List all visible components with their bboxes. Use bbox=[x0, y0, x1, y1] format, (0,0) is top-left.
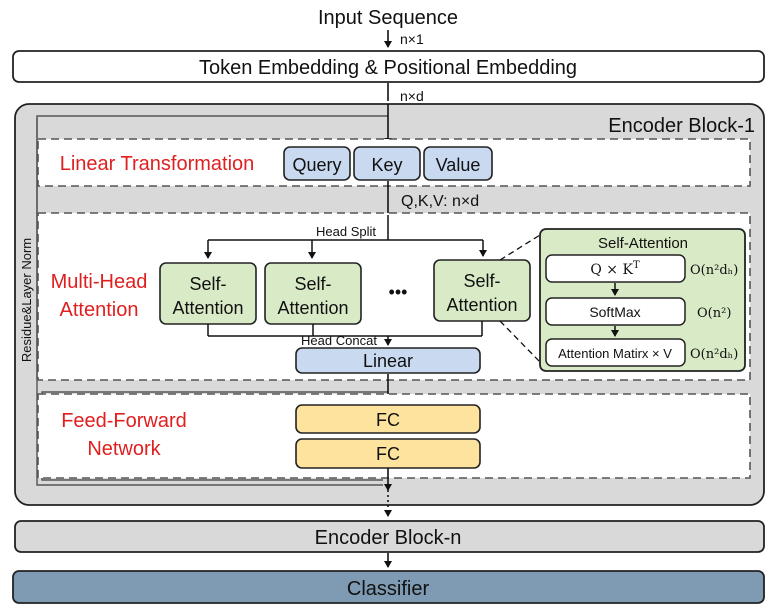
query-label: Query bbox=[292, 155, 341, 175]
detail-step-softmax bbox=[545, 297, 686, 326]
fc-box-1-label: FC bbox=[376, 410, 400, 430]
head-split-label: Head Split bbox=[316, 224, 376, 239]
classifier-label: Classifier bbox=[347, 578, 430, 600]
detail-step-qk-sup: T bbox=[633, 260, 640, 271]
linear-box bbox=[295, 347, 481, 374]
ffn-label-line1: Feed-Forward bbox=[61, 410, 187, 432]
encoder-block-n-label: Encoder Block-n bbox=[315, 527, 462, 549]
encoder-block-1-label: Encoder Block-1 bbox=[608, 115, 755, 137]
classifier-box bbox=[12, 570, 765, 604]
self-attention-head-n-line1: Self- bbox=[463, 271, 500, 291]
head-concat-connector bbox=[207, 321, 483, 346]
mha-label-line2: Attention bbox=[60, 299, 139, 321]
value-box bbox=[423, 146, 493, 181]
key-label: Key bbox=[371, 155, 402, 175]
detail-step-softmax-label: SoftMax bbox=[589, 304, 640, 320]
self-attention-head-1-line1: Self- bbox=[189, 274, 226, 294]
self-attention-head-2-line2: Attention bbox=[277, 298, 348, 318]
detail-step-attention-v bbox=[545, 338, 686, 367]
embedding-box bbox=[12, 50, 765, 83]
detail-step-qk-label: Q × KT bbox=[590, 260, 640, 278]
embedding-label: Token Embedding & Positional Embedding bbox=[199, 57, 577, 79]
self-attention-head-n-line2: Attention bbox=[446, 295, 517, 315]
encoder-block-n bbox=[14, 520, 765, 553]
self-attention-head-1-line2: Attention bbox=[172, 298, 243, 318]
dim-input-label: n×1 bbox=[400, 31, 424, 47]
fc-box-2-label: FC bbox=[376, 444, 400, 464]
value-label: Value bbox=[436, 155, 481, 175]
linear-transformation-label: Linear Transformation bbox=[60, 153, 255, 175]
linear-label: Linear bbox=[363, 351, 413, 371]
zoom-line-top bbox=[499, 234, 541, 261]
input-sequence-label: Input Sequence bbox=[318, 7, 458, 29]
self-attention-head-2-line1: Self- bbox=[294, 274, 331, 294]
heads-ellipsis: ••• bbox=[389, 282, 408, 302]
dim-qkv-label: Q,K,V: n×d bbox=[401, 193, 479, 210]
complexity-2: O(n²) bbox=[697, 306, 731, 321]
detail-step-qk bbox=[545, 254, 686, 283]
head-concat-label: Head Concat bbox=[301, 333, 377, 348]
head-split-connector bbox=[204, 215, 487, 259]
dim-embed-label: n×d bbox=[400, 88, 424, 104]
detail-title: Self-Attention bbox=[598, 235, 688, 252]
mha-label-line1: Multi-Head bbox=[51, 271, 148, 293]
key-box bbox=[353, 146, 421, 181]
detail-step-attention-v-label: Attention Matirx × V bbox=[558, 346, 672, 361]
query-box bbox=[283, 146, 351, 181]
fc-box-1 bbox=[295, 404, 481, 434]
complexity-3: O(n²dₕ) bbox=[690, 347, 738, 362]
ffn-label-line2: Network bbox=[87, 438, 161, 460]
complexity-1: O(n²dₕ) bbox=[690, 263, 738, 278]
residual-label: Residue&Layer Norm bbox=[19, 238, 34, 362]
